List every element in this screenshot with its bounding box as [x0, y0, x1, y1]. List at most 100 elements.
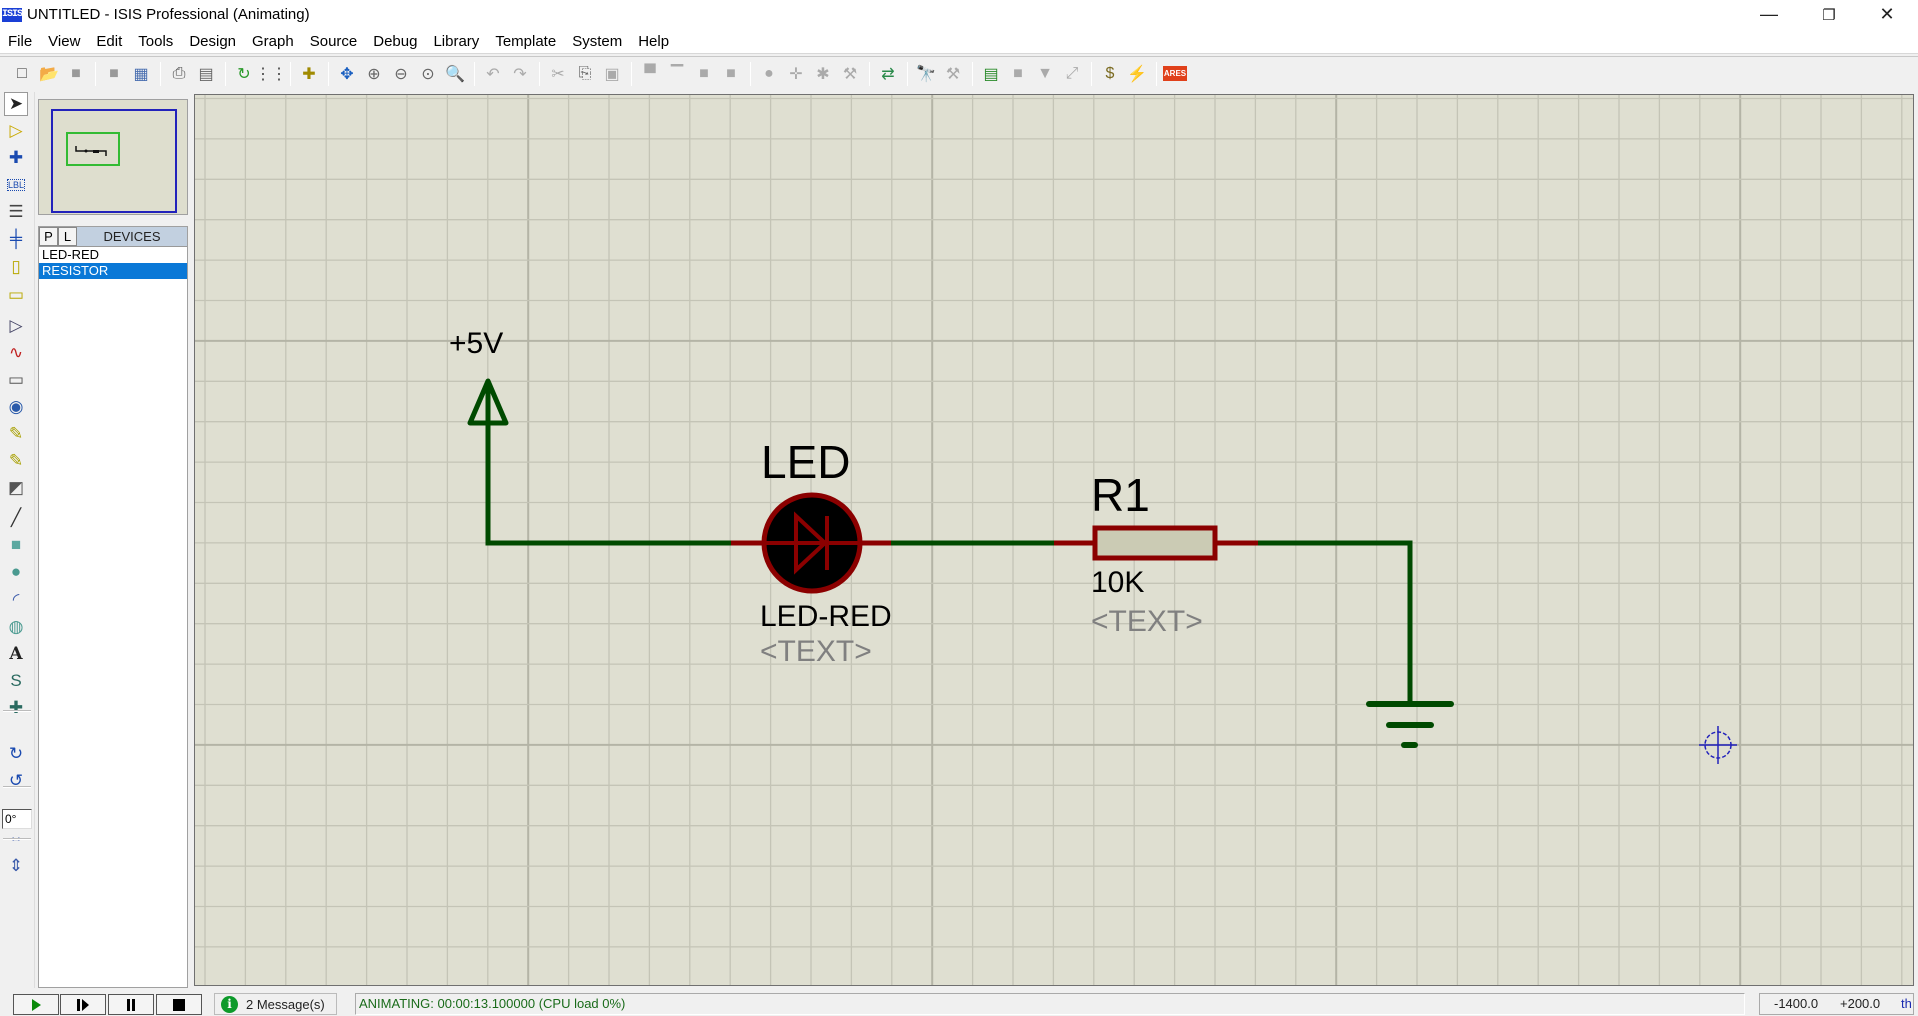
decompose-button[interactable]: ⚒: [838, 62, 862, 86]
zoom-in-button[interactable]: ⊕: [362, 62, 386, 86]
box-tool[interactable]: ■: [4, 533, 28, 557]
print-button[interactable]: ⎙: [167, 62, 191, 86]
menu-design[interactable]: Design: [189, 32, 237, 50]
junction-dot-tool[interactable]: ✚: [4, 146, 28, 170]
zoom-all-button[interactable]: ⊙: [416, 62, 440, 86]
circle-tool[interactable]: ●: [4, 560, 28, 584]
current-probe-tool[interactable]: ✎: [4, 449, 28, 473]
electrical-rule-check-button[interactable]: ⚡: [1125, 62, 1149, 86]
menu-source[interactable]: Source: [309, 32, 358, 50]
menu-help[interactable]: Help: [638, 32, 670, 50]
wire-label-tool[interactable]: LBL: [4, 173, 28, 197]
redraw-button[interactable]: ↻: [232, 62, 256, 86]
buses-tool[interactable]: ╪: [4, 227, 28, 251]
zoom-area-button[interactable]: 🔍: [443, 62, 467, 86]
menu-library[interactable]: Library: [433, 32, 480, 50]
text-script-tool[interactable]: ☰: [4, 200, 28, 224]
open-file-button[interactable]: 📂: [37, 62, 61, 86]
schematic-editing-window[interactable]: +5V LED LED-RED <TEXT> R1 10K: [194, 94, 1914, 986]
line-tool[interactable]: ╱: [4, 506, 28, 530]
mirror-vertical-tool[interactable]: ⇕: [4, 854, 28, 878]
menu-system[interactable]: System: [572, 32, 623, 50]
cut-button[interactable]: ✂: [546, 62, 570, 86]
power-terminal[interactable]: +5V: [449, 327, 509, 426]
menu-debug[interactable]: Debug: [373, 32, 418, 50]
stop-button[interactable]: [156, 994, 202, 1015]
menu-edit[interactable]: Edit: [96, 32, 123, 50]
pan-button[interactable]: ✥: [335, 62, 359, 86]
resistor-component[interactable]: R1 10K <TEXT>: [1054, 469, 1258, 638]
overview-window[interactable]: [38, 99, 188, 215]
pick-device-button[interactable]: ●: [757, 62, 781, 86]
virtual-instruments-tool[interactable]: ◩: [4, 476, 28, 500]
selection-mode-tool[interactable]: ➤: [4, 92, 28, 116]
zoom-out-button[interactable]: ⊖: [389, 62, 413, 86]
wire-resistor-ground[interactable]: [1258, 540, 1413, 705]
redo-button[interactable]: ↷: [508, 62, 532, 86]
block-move-button[interactable]: ▔: [665, 62, 689, 86]
wire-autorouter-button[interactable]: ⇄: [876, 62, 900, 86]
menu-graph[interactable]: Graph: [252, 32, 294, 50]
terminals-tool[interactable]: ▭: [4, 283, 28, 307]
wire-power-led[interactable]: [485, 385, 731, 546]
set-area-button[interactable]: ▤: [194, 62, 218, 86]
menu-tools[interactable]: Tools: [138, 32, 174, 50]
block-delete-button[interactable]: ■: [719, 62, 743, 86]
library-manager-button[interactable]: L: [58, 227, 77, 246]
marker-tool[interactable]: ✚: [4, 696, 28, 720]
exit-to-parent-button[interactable]: ▼: [1033, 62, 1057, 86]
make-device-button[interactable]: ✛: [784, 62, 808, 86]
export-section-button[interactable]: ▦: [129, 62, 153, 86]
led-component[interactable]: LED LED-RED <TEXT>: [731, 436, 892, 668]
zoom-to-child-button[interactable]: ⤢: [1060, 62, 1084, 86]
text-tool[interactable]: A: [4, 642, 28, 666]
mirror-horizontal-tool[interactable]: ⇔: [4, 826, 28, 850]
rotation-angle-input[interactable]: 0°: [2, 809, 32, 829]
rotate-anticlockwise-tool[interactable]: ↺: [4, 769, 28, 793]
save-file-button[interactable]: ■: [64, 62, 88, 86]
paste-button[interactable]: ▣: [600, 62, 624, 86]
copy-button[interactable]: ⎘: [573, 62, 597, 86]
origin-button[interactable]: ✚: [297, 62, 321, 86]
grid-toggle-button[interactable]: ⋮⋮: [255, 62, 287, 86]
block-copy-button[interactable]: ▀: [638, 62, 662, 86]
packaging-tool-button[interactable]: ✱: [811, 62, 835, 86]
bill-of-materials-button[interactable]: $: [1098, 62, 1122, 86]
netlist-to-ares-button[interactable]: ARES: [1162, 62, 1188, 86]
play-button[interactable]: [13, 994, 59, 1015]
arc-tool[interactable]: ◜: [4, 588, 28, 612]
subcircuit-tool[interactable]: ▯: [4, 255, 28, 279]
menu-file[interactable]: File: [8, 32, 33, 50]
menu-view[interactable]: View: [48, 32, 81, 50]
search-tag-button[interactable]: 🔭: [914, 62, 938, 86]
messages-indicator[interactable]: i 2 Message(s): [214, 993, 337, 1015]
voltage-probe-tool[interactable]: ✎: [4, 422, 28, 446]
import-section-button[interactable]: ■: [102, 62, 126, 86]
closed-path-tool[interactable]: ◍: [4, 615, 28, 639]
step-button[interactable]: [60, 994, 106, 1015]
component-mode-tool[interactable]: ▷: [4, 119, 28, 143]
device-list-item[interactable]: RESISTOR: [39, 263, 187, 279]
symbol-tool[interactable]: S: [4, 669, 28, 693]
undo-button[interactable]: ↶: [481, 62, 505, 86]
generator-tool[interactable]: ◉: [4, 395, 28, 419]
new-sheet-button[interactable]: ▤: [979, 62, 1003, 86]
restore-button[interactable]: ❐: [1822, 6, 1836, 24]
pick-devices-button[interactable]: P: [39, 227, 58, 246]
overview-viewport[interactable]: [66, 132, 120, 166]
schematic-canvas[interactable]: +5V LED LED-RED <TEXT> R1 10K: [195, 95, 1914, 986]
property-tool-button[interactable]: ⚒: [941, 62, 965, 86]
device-list-item[interactable]: LED-RED: [42, 247, 100, 262]
remove-sheet-button[interactable]: ■: [1006, 62, 1030, 86]
rotate-clockwise-tool[interactable]: ↻: [4, 742, 28, 766]
tape-recorder-tool[interactable]: ▭: [4, 368, 28, 392]
menu-template[interactable]: Template: [495, 32, 557, 50]
ground-terminal[interactable]: [1366, 701, 1454, 748]
device-pins-tool[interactable]: ▷: [4, 314, 28, 338]
pause-button[interactable]: [108, 994, 154, 1015]
block-rotate-button[interactable]: ■: [692, 62, 716, 86]
close-button[interactable]: ✕: [1879, 4, 1895, 24]
new-file-button[interactable]: □: [10, 62, 34, 86]
minimize-button[interactable]: —: [1760, 4, 1778, 24]
graph-tool[interactable]: ∿: [4, 341, 28, 365]
